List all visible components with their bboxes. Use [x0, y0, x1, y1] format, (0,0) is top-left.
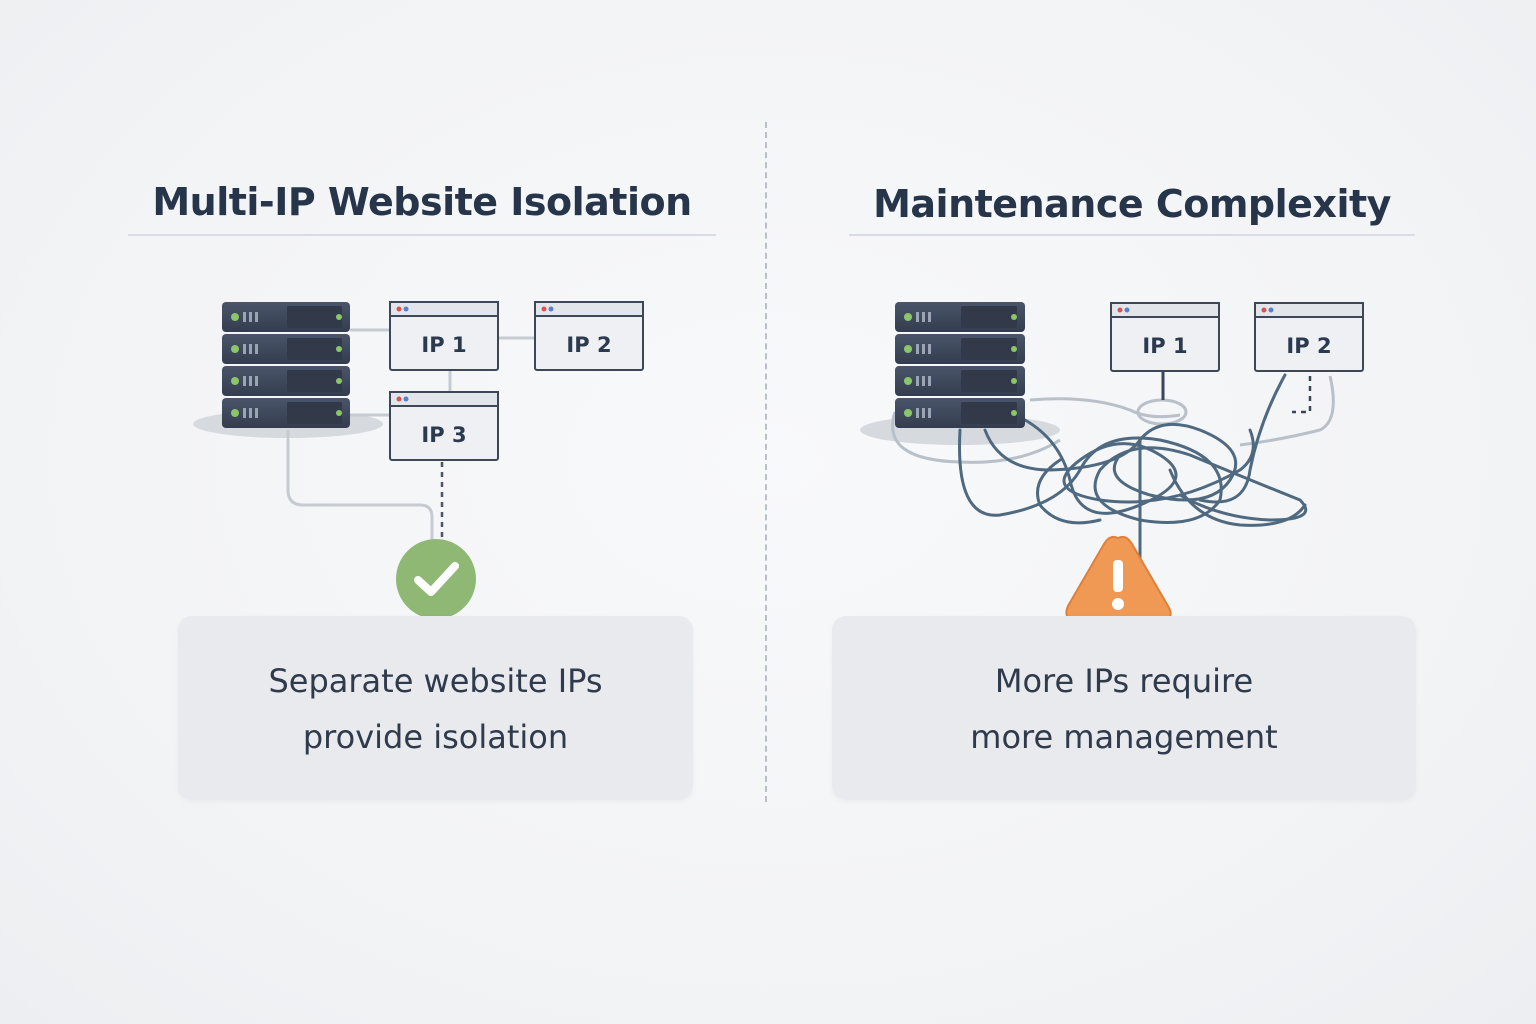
right-caption-line: More IPs require	[994, 662, 1254, 700]
clean-cables	[286, 328, 536, 545]
left-diagram: IP 1 IP 2 IP 3	[193, 301, 644, 619]
dashed-link	[1292, 376, 1312, 414]
ip-window-label: IP 2	[1286, 334, 1331, 358]
left-panel-title: Multi-IP Website Isolation	[152, 180, 692, 224]
ip-window: IP 2	[534, 301, 644, 371]
left-caption-line: provide isolation	[302, 718, 569, 756]
right-panel-title: Maintenance Complexity	[873, 182, 1391, 226]
check-circle-icon	[396, 539, 476, 619]
ip-window-label: IP 3	[421, 423, 466, 447]
server-rack-icon	[222, 302, 350, 428]
ip-window: IP 2	[1254, 302, 1364, 372]
panel-divider	[765, 122, 767, 802]
ip-window: IP 1	[1110, 302, 1220, 372]
ip-window-label: IP 1	[421, 333, 466, 357]
left-caption-line: Separate website IPs	[268, 662, 603, 700]
warning-triangle-icon	[1065, 535, 1172, 621]
ip-window: IP 3	[389, 391, 499, 461]
left-title-rule	[128, 234, 716, 236]
server-rack-icon	[895, 302, 1025, 428]
right-diagram: IP 1 IP 2	[860, 302, 1364, 621]
background-cables	[891, 372, 1335, 464]
right-title-rule	[849, 234, 1415, 236]
ip-window-label: IP 2	[566, 333, 611, 357]
right-caption-box: More IPs require more management	[832, 616, 1416, 800]
right-caption-line: more management	[970, 718, 1278, 756]
ip-window: IP 1	[389, 301, 499, 371]
ip-window-label: IP 1	[1142, 334, 1187, 358]
tangled-cables	[958, 373, 1308, 562]
left-caption-box: Separate website IPs provide isolation	[178, 616, 693, 800]
